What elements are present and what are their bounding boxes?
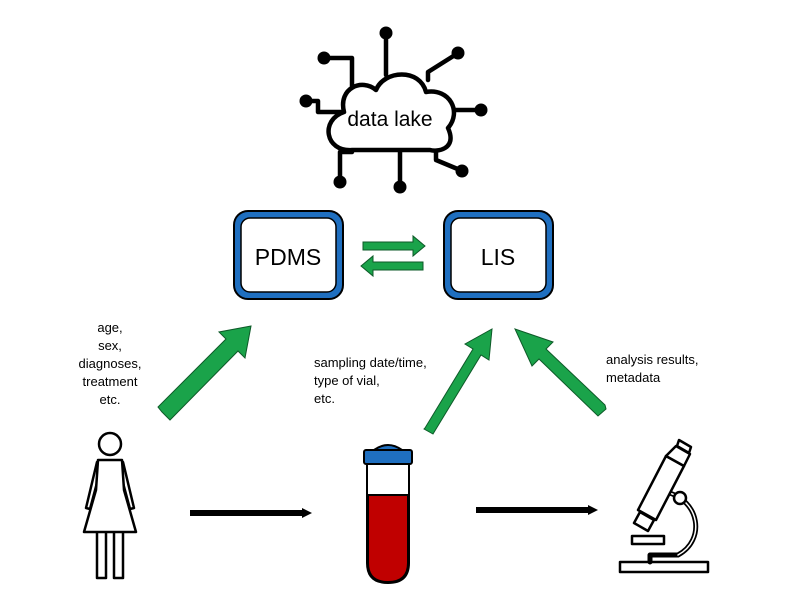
data-lake-label: data lake (347, 108, 432, 131)
patient-data-line: treatment (83, 374, 138, 389)
sample-to-lis-arrow (423, 328, 493, 435)
sample-data-line: sampling date/time, (314, 355, 427, 370)
analysis-data-line: metadata (606, 370, 661, 385)
sample-data-annotation: sampling date/time, type of vial, etc. (314, 355, 427, 406)
microscope-icon (618, 438, 710, 574)
pdms-to-lis-arrow (362, 234, 426, 258)
patient-data-line: age, (97, 320, 122, 335)
network-node-dots (299, 26, 488, 194)
pdms-lis-exchange-arrows (360, 234, 426, 278)
patient-data-line: etc. (100, 392, 121, 407)
pdms-node: PDMS (233, 210, 344, 300)
patient-data-line: diagnoses, (79, 356, 142, 371)
pdms-label: PDMS (255, 244, 321, 270)
data-lake-node: data lake (299, 26, 488, 194)
blood-tube-icon (363, 444, 413, 585)
analysis-data-line: analysis results, (606, 352, 698, 367)
sample-data-line: type of vial, (314, 373, 380, 388)
cloud-network-icon (305, 33, 481, 188)
lis-to-pdms-arrow (360, 254, 424, 278)
sample-data-line: etc. (314, 391, 335, 406)
lis-box-inner (450, 217, 547, 293)
patient-to-pdms-arrow (157, 325, 252, 421)
patient-data-annotation: age, sex, diagnoses, treatment etc. (79, 320, 142, 407)
lis-node: LIS (443, 210, 554, 300)
person-icon (82, 431, 138, 580)
lis-label: LIS (481, 244, 516, 270)
lab-to-lis-arrow (514, 328, 607, 417)
analysis-data-annotation: analysis results, metadata (606, 352, 698, 385)
patient-data-line: sex, (98, 338, 122, 353)
flow-arrows (157, 325, 607, 435)
pdms-box-inner (240, 217, 337, 293)
process-arrows (190, 505, 598, 518)
